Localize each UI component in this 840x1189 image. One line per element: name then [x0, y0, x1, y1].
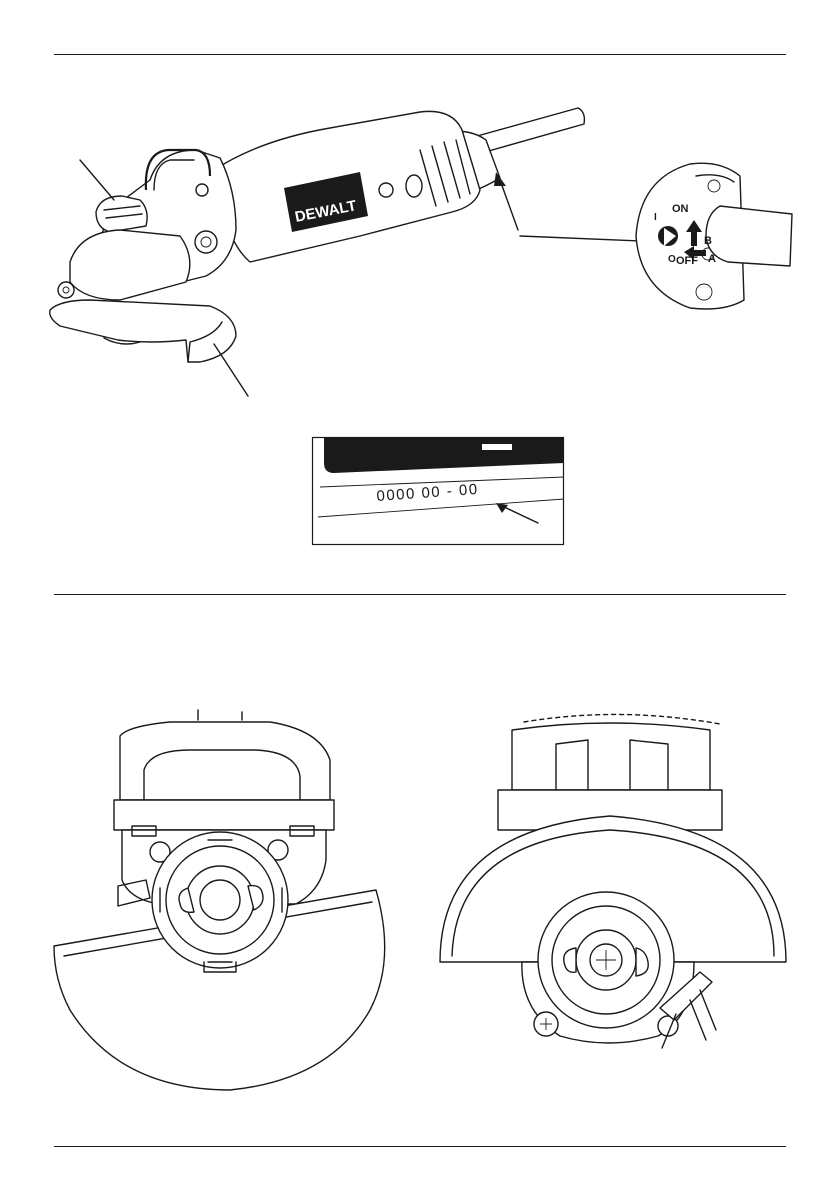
- right-motor-body: [512, 723, 710, 790]
- bottom-rule: [54, 1146, 786, 1147]
